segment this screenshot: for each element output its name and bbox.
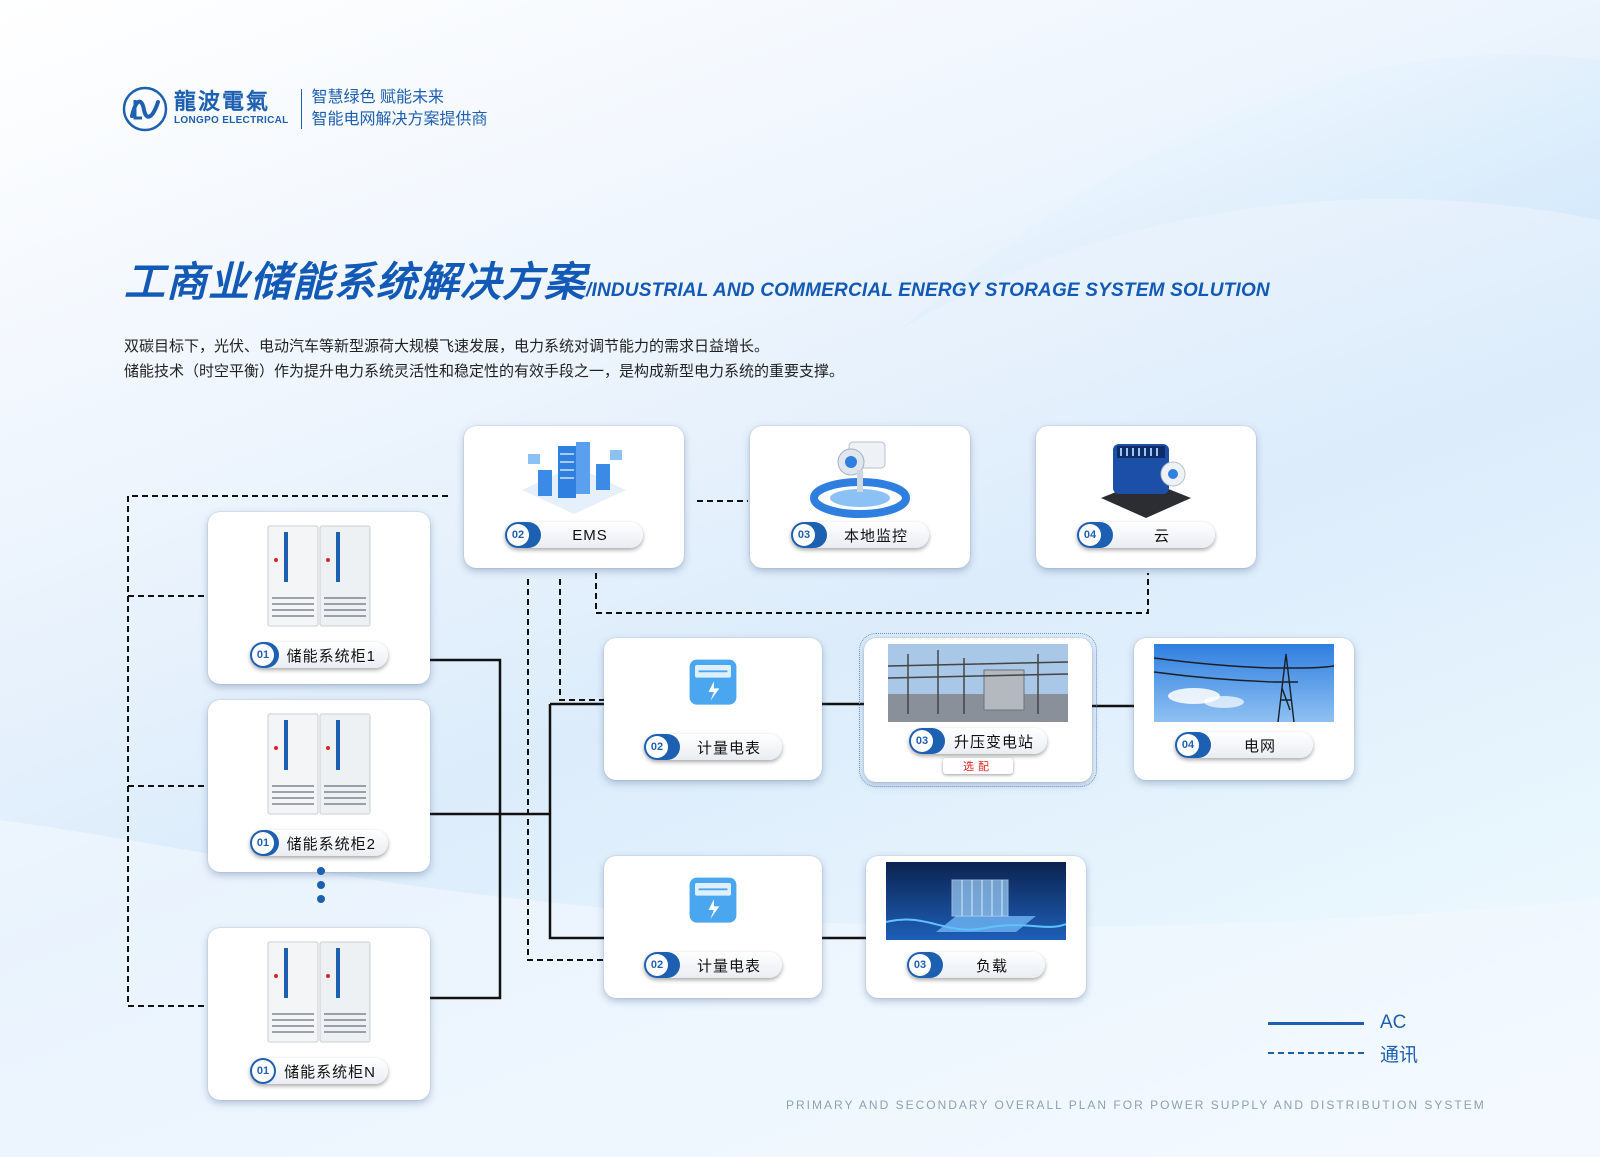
meter-card-grid[interactable]: 02 计量电表 (604, 638, 822, 780)
more-cabinets-ellipsis (317, 867, 325, 903)
load-card[interactable]: 03 负载 (866, 856, 1086, 998)
brand-name: 龍波電氣 LONGPO ELECTRICAL (174, 90, 289, 128)
optional-tag: 选配 (943, 758, 1013, 774)
meter-icon (689, 877, 737, 923)
brand-divider (300, 89, 302, 129)
legend-comm-label: 通讯 (1380, 1044, 1419, 1066)
legend: AC 通讯 (1268, 1008, 1418, 1068)
comm-line-ems-meter-1 (559, 579, 604, 701)
comm-lines (127, 495, 1149, 1007)
step-badge: 04 (1077, 522, 1113, 548)
ac-line-branch (548, 704, 604, 940)
comm-line-ems-meter-2 (527, 579, 604, 961)
ac-lines (430, 658, 1134, 1000)
footer-caption: PRIMARY AND SECONDARY OVERALL PLAN FOR P… (786, 1098, 1486, 1112)
brand-name-cn: 龍波電氣 (174, 89, 271, 115)
substation-label: 升压变电站 (953, 733, 1034, 751)
legend-ac: AC (1268, 1008, 1418, 1038)
brand-name-en: LONGPO ELECTRICAL (174, 115, 289, 126)
local-monitor-label: 本地监控 (843, 527, 908, 545)
intro-line-2: 储能技术（时空平衡）作为提升电力系统灵活性和稳定性的有效手段之一，是构成新型电力… (124, 363, 845, 380)
brand-slogan-1: 智慧绿色 赋能未来 (311, 89, 444, 106)
cabinet-card-2[interactable]: 01 储能系统柜2 (208, 700, 430, 872)
ac-line-cabinets-bus (430, 658, 502, 1000)
meter-label: 计量电表 (696, 739, 761, 757)
substation-photo (888, 644, 1068, 722)
load-label: 负载 (975, 957, 1008, 975)
cloud-label-pill: 04 云 (1077, 522, 1215, 548)
server-icon (522, 442, 626, 514)
meter-icon (689, 659, 737, 705)
power-grid-photo (1154, 644, 1334, 722)
step-badge: 01 (250, 830, 279, 856)
meter-card-load[interactable]: 02 计量电表 (604, 856, 822, 998)
company-logo (122, 86, 168, 132)
cabinet-card-1[interactable]: 01 储能系统柜1 (208, 512, 430, 684)
brand-slogans: 智慧绿色 赋能未来 智能电网解决方案提供商 (312, 87, 488, 131)
cabinet-label-pill: 01 储能系统柜2 (250, 830, 388, 856)
page-title-cn: 工商业储能系统解决方案 (124, 259, 586, 305)
step-badge: 02 (644, 734, 680, 760)
grid-label: 电网 (1243, 737, 1276, 755)
step-badge: 02 (644, 952, 680, 978)
cabinet-label: 储能系统柜1 (286, 647, 376, 665)
load-label-pill: 03 负载 (907, 952, 1045, 978)
meter-label-pill: 02 计量电表 (644, 952, 782, 978)
step-badge: 03 (791, 522, 827, 548)
substation-label-pill: 03 升压变电站 (909, 728, 1047, 754)
legend-dashed-line (1268, 1052, 1364, 1054)
cloud-device-icon (1101, 444, 1191, 518)
step-badge: 03 (909, 728, 945, 754)
local-monitor-label-pill: 03 本地监控 (791, 522, 929, 548)
cabinet-label-pill: 01 储能系统柜N (250, 1058, 388, 1084)
comm-line-ems-cloud (595, 573, 1149, 614)
page-title: 工商业储能系统解决方案/INDUSTRIAL AND COMMERCIAL EN… (124, 248, 1270, 308)
step-badge: 03 (907, 952, 943, 978)
cloud-card[interactable]: 04 云 (1036, 426, 1256, 568)
legend-solid-line (1268, 1021, 1364, 1025)
brand-header: 龍波電氣 LONGPO ELECTRICAL 智慧绿色 赋能未来 智能电网解决方… (122, 86, 488, 132)
cabinet-card-n[interactable]: 01 储能系统柜N (208, 928, 430, 1100)
legend-ac-label: AC (1380, 1012, 1407, 1033)
ems-label-pill: 02 EMS (505, 522, 643, 548)
ems-card[interactable]: 02 EMS (464, 426, 684, 568)
step-badge: 01 (250, 642, 279, 668)
cabinet-label: 储能系统柜2 (286, 835, 376, 853)
meter-label: 计量电表 (696, 957, 761, 975)
cloud-label: 云 (1153, 527, 1170, 545)
intro-text: 双碳目标下，光伏、电动汽车等新型源荷大规模飞速发展，电力系统对调节能力的需求日益… (124, 334, 844, 384)
grid-label-pill: 04 电网 (1175, 732, 1313, 758)
step-badge: 04 (1175, 732, 1211, 758)
comm-line-cabinets-bus (127, 495, 448, 1007)
page-title-en: /INDUSTRIAL AND COMMERCIAL ENERGY STORAG… (586, 280, 1270, 301)
cabinet-icon (267, 713, 371, 815)
load-photo (886, 862, 1066, 940)
ems-label: EMS (572, 526, 608, 544)
local-monitor-card[interactable]: 03 本地监控 (750, 426, 970, 568)
cabinet-label: 储能系统柜N (284, 1063, 376, 1081)
grid-card[interactable]: 04 电网 (1134, 638, 1354, 780)
substation-card[interactable]: 03 升压变电站 选配 (859, 633, 1097, 787)
cabinet-label-pill: 01 储能系统柜1 (250, 642, 388, 668)
brand-slogan-2: 智能电网解决方案提供商 (311, 111, 488, 128)
meter-label-pill: 02 计量电表 (644, 734, 782, 760)
step-badge: 02 (505, 522, 541, 548)
intro-line-1: 双碳目标下，光伏、电动汽车等新型源荷大规模飞速发展，电力系统对调节能力的需求日益… (124, 338, 770, 355)
camera-icon (810, 441, 910, 518)
cabinet-icon (267, 525, 371, 627)
cabinet-icon (267, 941, 371, 1043)
step-badge: 01 (250, 1058, 277, 1084)
legend-comm: 通讯 (1268, 1038, 1418, 1068)
